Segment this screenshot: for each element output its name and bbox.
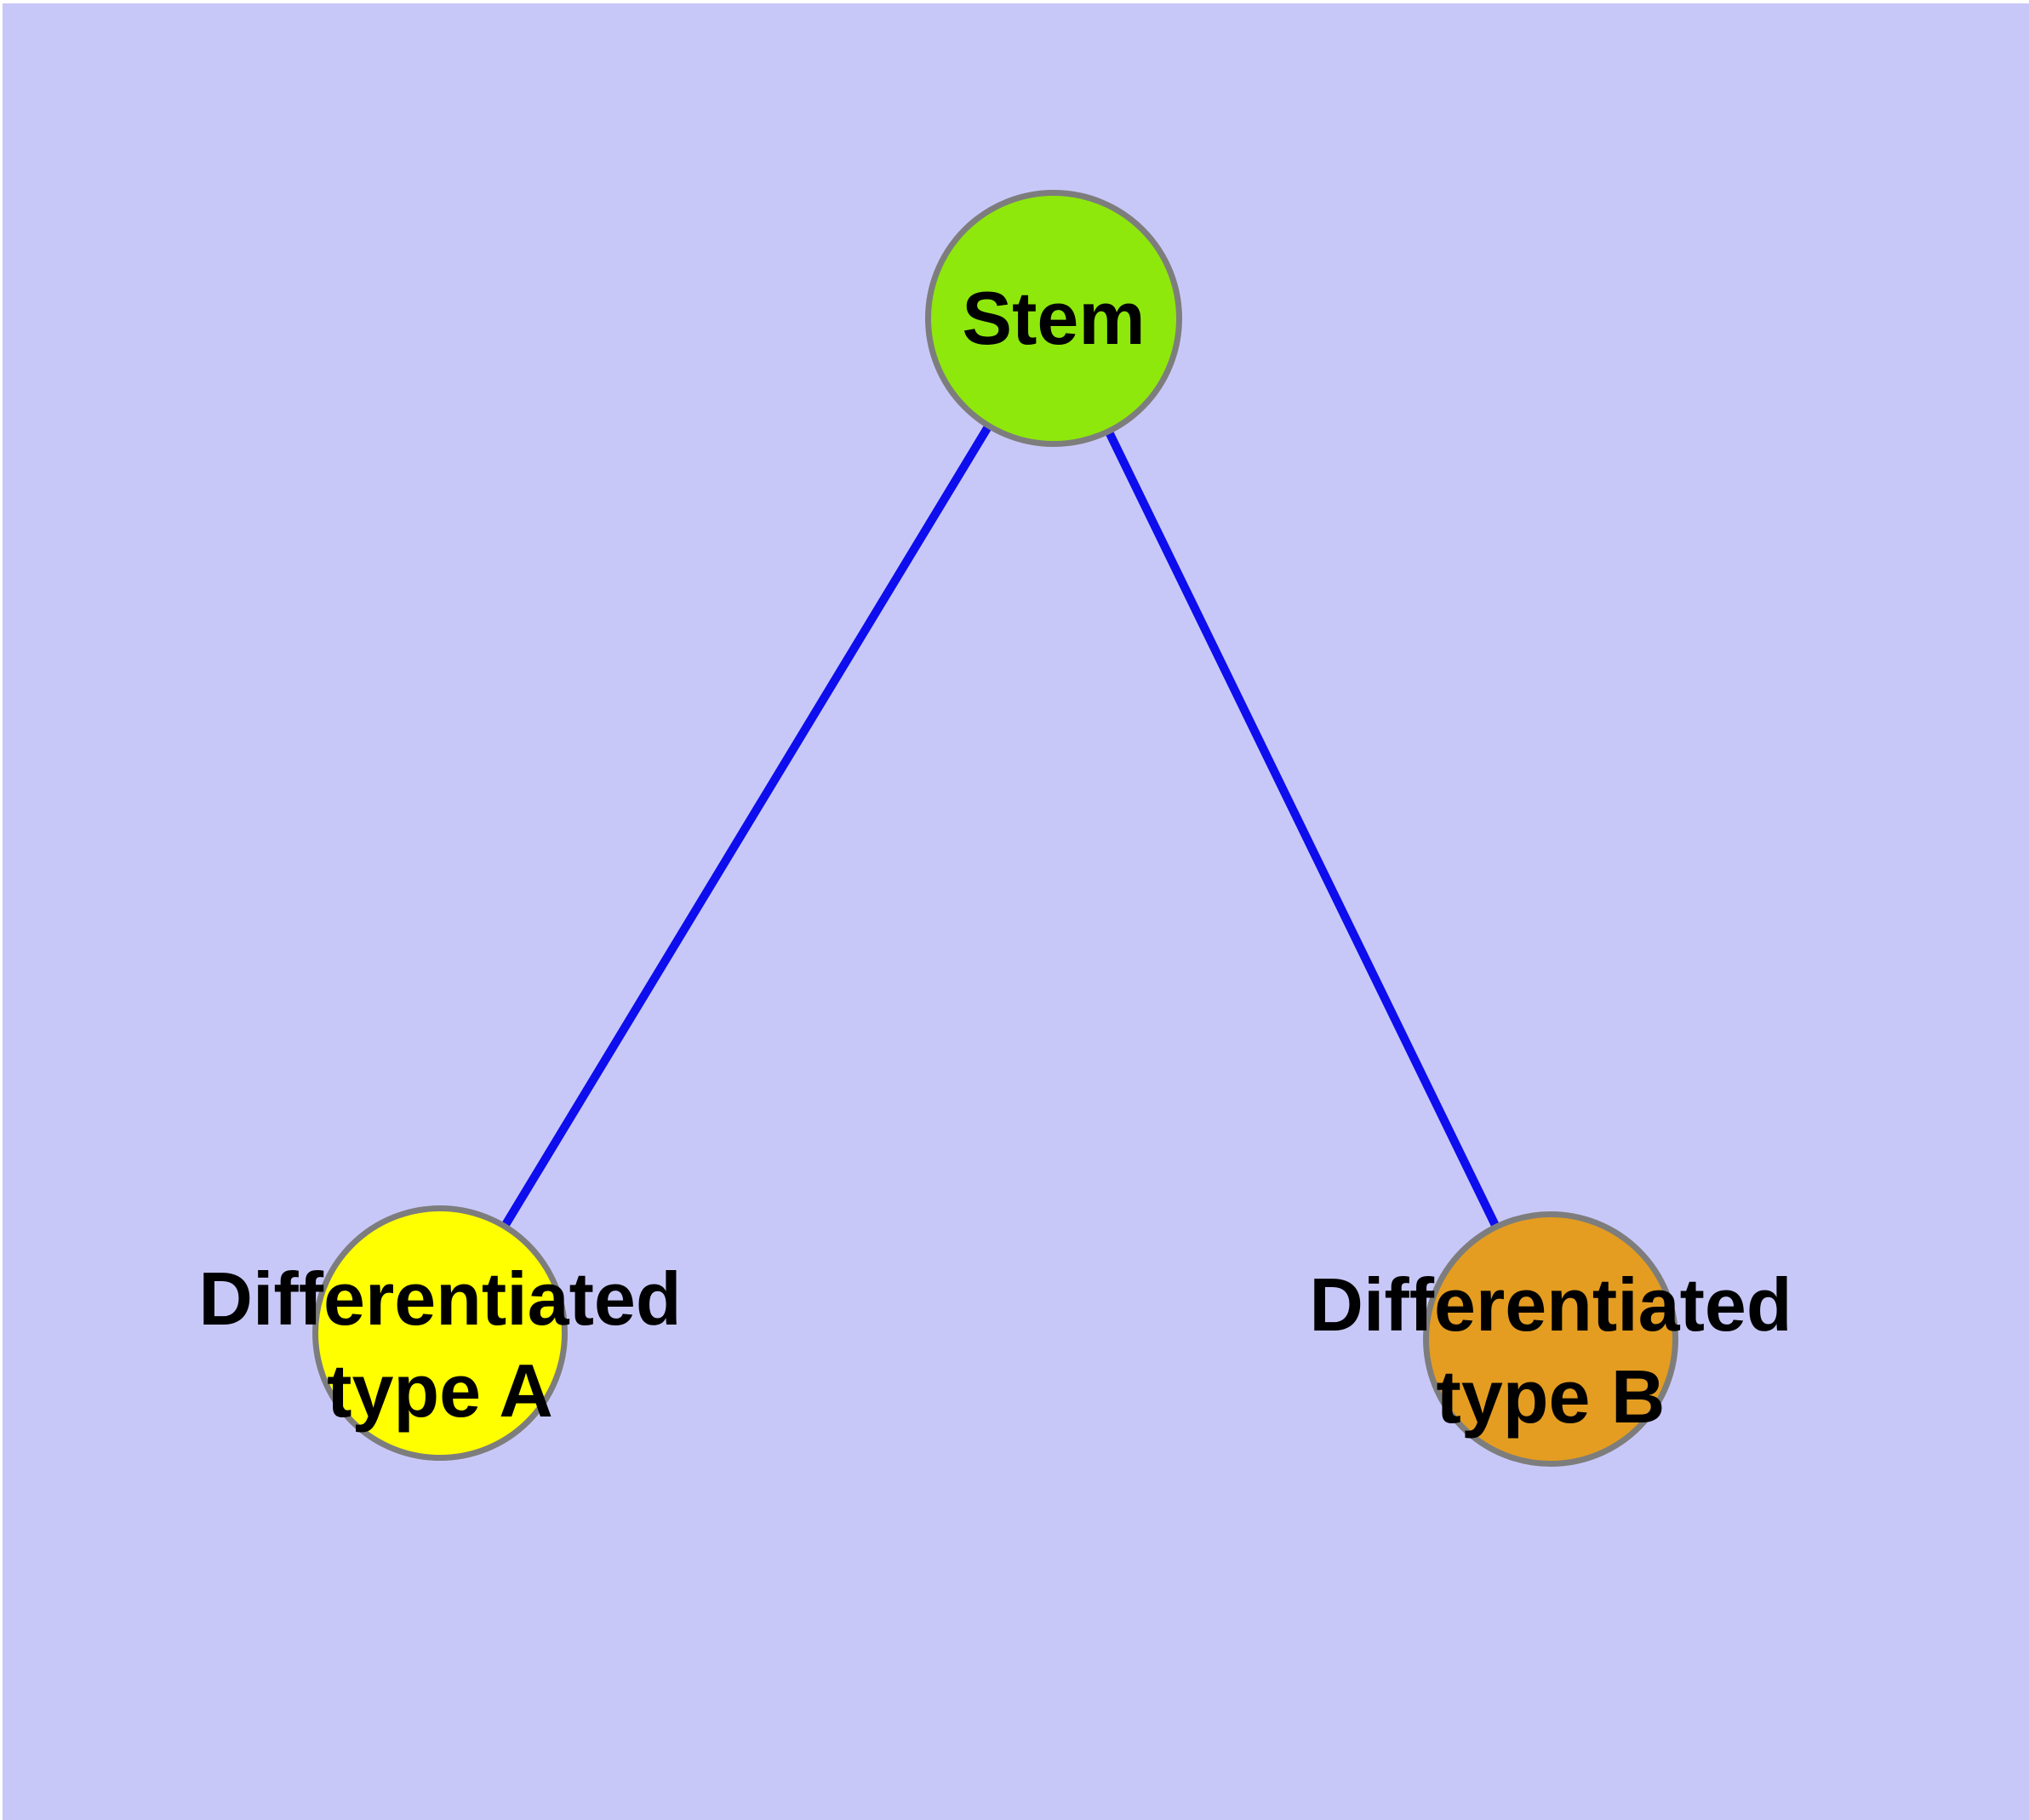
- edge-stem-to-type-b: [1049, 316, 1555, 1342]
- label-a-line-2: type A: [327, 1348, 553, 1433]
- label-b-line-1: Differentiated: [1309, 1262, 1792, 1347]
- node-differentiated-type-a[interactable]: [312, 1205, 568, 1461]
- node-differentiated-type-b[interactable]: [1423, 1211, 1678, 1467]
- label-b-line-2: type B: [1436, 1354, 1666, 1439]
- node-differentiated-type-b-label: Differentiated type B: [1309, 1259, 1792, 1443]
- edges-layer: [436, 316, 1555, 1342]
- edge-stem-to-type-a: [436, 316, 1058, 1336]
- label-a-line-1: Differentiated: [198, 1256, 682, 1341]
- node-stem-label: Stem: [962, 276, 1146, 360]
- graph-canvas: Stem Differentiated type A Differentiate…: [3, 3, 2029, 1820]
- node-differentiated-type-a-label: Differentiated type A: [198, 1253, 681, 1437]
- node-stem[interactable]: Stem: [925, 190, 1182, 447]
